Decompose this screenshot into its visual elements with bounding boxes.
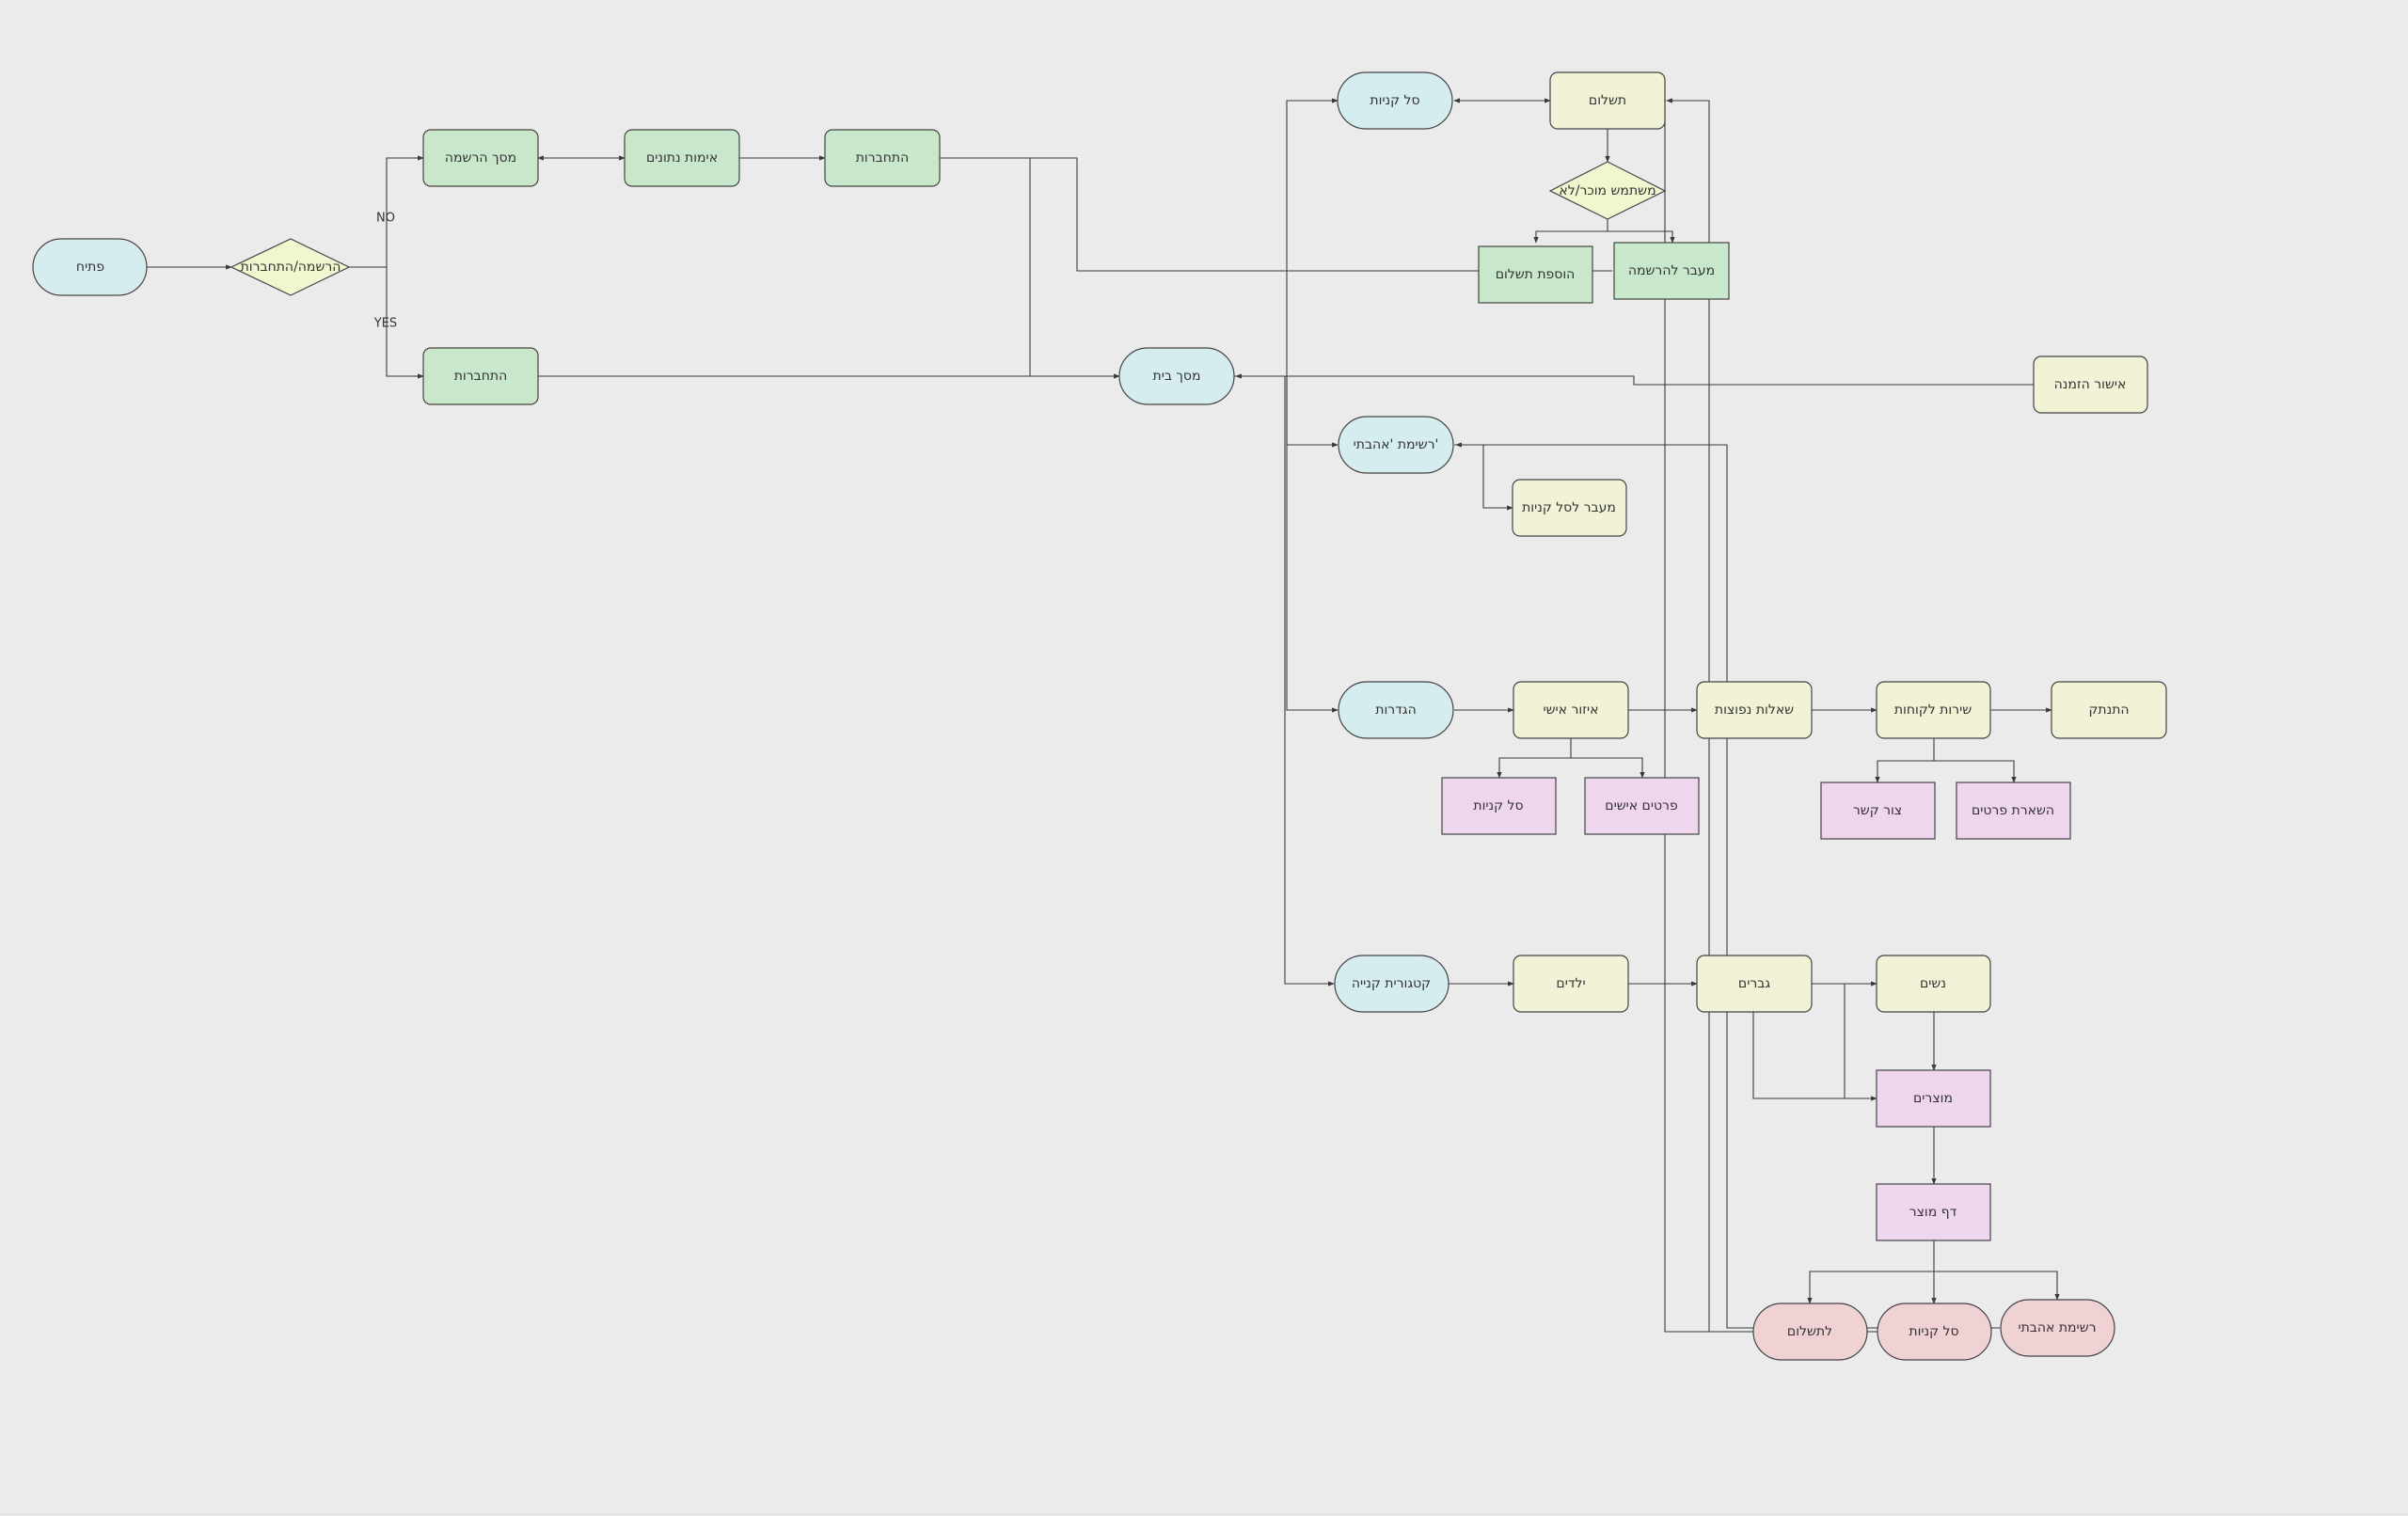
node-verify-data[interactable]: אימות נתונים <box>624 129 740 187</box>
node-go-register-label: מעבר להרשמה <box>1628 263 1715 278</box>
node-verify-data-label: אימות נתונים <box>646 150 718 166</box>
node-logout-label: התנתק <box>2088 703 2129 718</box>
node-kids[interactable]: ילדים <box>1513 955 1629 1013</box>
edge-login-top-to-home <box>940 157 1031 376</box>
node-men[interactable]: גברים <box>1696 955 1813 1013</box>
node-shopping-category-label: קטגורית קנייה <box>1352 976 1431 991</box>
edge-decision-to-go-register <box>1608 230 1675 244</box>
node-product-page-label: דף מוצר <box>1909 1205 1957 1220</box>
node-cart-top-label: סל קניות <box>1370 93 1419 108</box>
node-settings-label: הגדרות <box>1375 703 1416 718</box>
node-faq-label: שאלות נפוצות <box>1715 703 1794 718</box>
node-order-confirm[interactable]: אישור הזמנה <box>2033 355 2148 414</box>
node-to-payment-label: לתשלום <box>1787 1324 1832 1339</box>
node-decision-register-label: הרשמה/התחברות <box>241 260 341 275</box>
node-payment-label: תשלום <box>1589 93 1626 108</box>
node-add-payment-label: הוספת תשלום <box>1496 267 1576 282</box>
node-order-confirm-label: אישור הזמנה <box>2054 377 2127 392</box>
node-personal-details-label: פרטים אישים <box>1605 798 1677 813</box>
node-products-label: מוצרים <box>1913 1091 1953 1106</box>
node-contact-label: צור קשר <box>1853 803 1902 818</box>
edge-decision-to-add-payment <box>1533 219 1608 244</box>
node-fav-list-label: רשימת אהבתי <box>2018 1320 2096 1335</box>
node-home-screen[interactable]: מסך בית <box>1118 347 1235 405</box>
node-kids-label: ילדים <box>1556 976 1585 991</box>
node-wishlist[interactable]: רשימת 'אהבתי' <box>1338 416 1454 474</box>
node-decision-user[interactable]: משתמש מוכר/לא <box>1548 161 1667 220</box>
node-product-page[interactable]: דף מוצר <box>1876 1183 1991 1241</box>
node-home-screen-label: מסך בית <box>1153 369 1201 384</box>
edge-personal-to-cart <box>1497 738 1572 779</box>
edge-label-no: NO <box>376 212 395 226</box>
node-personal-area[interactable]: איזור אישי <box>1513 681 1629 739</box>
node-customer-service[interactable]: שירות לקוחות <box>1876 681 1991 739</box>
edge-wishlist-to-move-cart <box>1454 444 1513 511</box>
node-add-payment[interactable]: הוספת תשלום <box>1478 245 1593 304</box>
node-women-label: נשים <box>1920 976 1946 991</box>
node-login-bottom-label: התחברות <box>454 369 508 384</box>
node-faq[interactable]: שאלות נפוצות <box>1696 681 1813 739</box>
node-settings[interactable]: הגדרות <box>1338 681 1454 739</box>
node-go-register[interactable]: מעבר להרשמה <box>1613 242 1730 300</box>
edge-confirm-to-home <box>1235 373 2034 386</box>
node-wishlist-label: רשימת 'אהבתי' <box>1354 437 1439 452</box>
node-register-screen-label: מסך הרשמה <box>445 150 516 166</box>
node-personal-area-label: איזור אישי <box>1543 703 1598 718</box>
edge-label-yes: YES <box>373 317 397 331</box>
node-customer-service-label: שירות לקוחות <box>1894 703 1972 718</box>
node-cart-top[interactable]: סל קניות <box>1337 71 1453 130</box>
node-product-cart-label: סל קניות <box>1909 1324 1958 1339</box>
node-to-payment[interactable]: לתשלום <box>1752 1303 1868 1361</box>
edge-personal-to-details <box>1571 757 1645 779</box>
node-register-screen[interactable]: מסך הרשמה <box>422 129 539 187</box>
edge-go-register-to-login <box>940 157 1612 272</box>
edge-page-to-payment <box>1807 1240 1935 1304</box>
node-personal-details[interactable]: פרטים אישים <box>1584 777 1700 835</box>
node-settings-cart-label: סל קניות <box>1473 798 1523 813</box>
node-leave-details[interactable]: השארת פרטים <box>1956 782 2071 840</box>
edge-decision-to-register <box>349 155 424 268</box>
nodes-layer: פתיח הרשמה/התחברות מסך הרשמה אימות נתוני… <box>32 71 2167 1361</box>
node-open[interactable]: פתיח <box>32 238 148 296</box>
node-login-bottom[interactable]: התחברות <box>422 347 539 405</box>
node-leave-details-label: השארת פרטים <box>1972 803 2054 818</box>
node-login-top-label: התחברות <box>856 150 910 166</box>
node-shopping-category[interactable]: קטגורית קנייה <box>1334 955 1450 1013</box>
node-products[interactable]: מוצרים <box>1876 1069 1991 1128</box>
node-women[interactable]: נשים <box>1876 955 1991 1013</box>
edge-service-to-contact <box>1875 738 1935 783</box>
node-decision-register[interactable]: הרשמה/התחברות <box>230 238 351 296</box>
node-fav-list[interactable]: רשימת אהבתי <box>2000 1299 2115 1357</box>
node-men-label: גברים <box>1738 976 1770 991</box>
node-move-to-cart-label: מעבר לסל קניות <box>1522 500 1616 515</box>
edge-home-to-cart <box>1234 98 1339 377</box>
node-settings-cart[interactable]: סל קניות <box>1441 777 1557 835</box>
node-product-cart[interactable]: סל קניות <box>1877 1303 1992 1361</box>
edge-service-to-leave-details <box>1934 760 2017 783</box>
edge-decision-to-login <box>386 267 424 379</box>
edge-men-to-products <box>1752 984 1877 1101</box>
edge-home-to-category <box>1284 376 1335 987</box>
edge-home-to-wishlist <box>1286 376 1339 448</box>
node-contact[interactable]: צור קשר <box>1820 782 1936 840</box>
node-login-top[interactable]: התחברות <box>824 129 941 187</box>
node-payment[interactable]: תשלום <box>1549 71 1666 130</box>
edge-page-to-fav <box>1934 1271 2060 1301</box>
edge-home-to-settings <box>1286 376 1339 713</box>
node-open-label: פתיח <box>76 260 104 275</box>
node-decision-user-label: משתמש מוכר/לא <box>1559 183 1656 198</box>
node-move-to-cart[interactable]: מעבר לסל קניות <box>1512 479 1627 537</box>
node-logout[interactable]: התנתק <box>2051 681 2167 739</box>
